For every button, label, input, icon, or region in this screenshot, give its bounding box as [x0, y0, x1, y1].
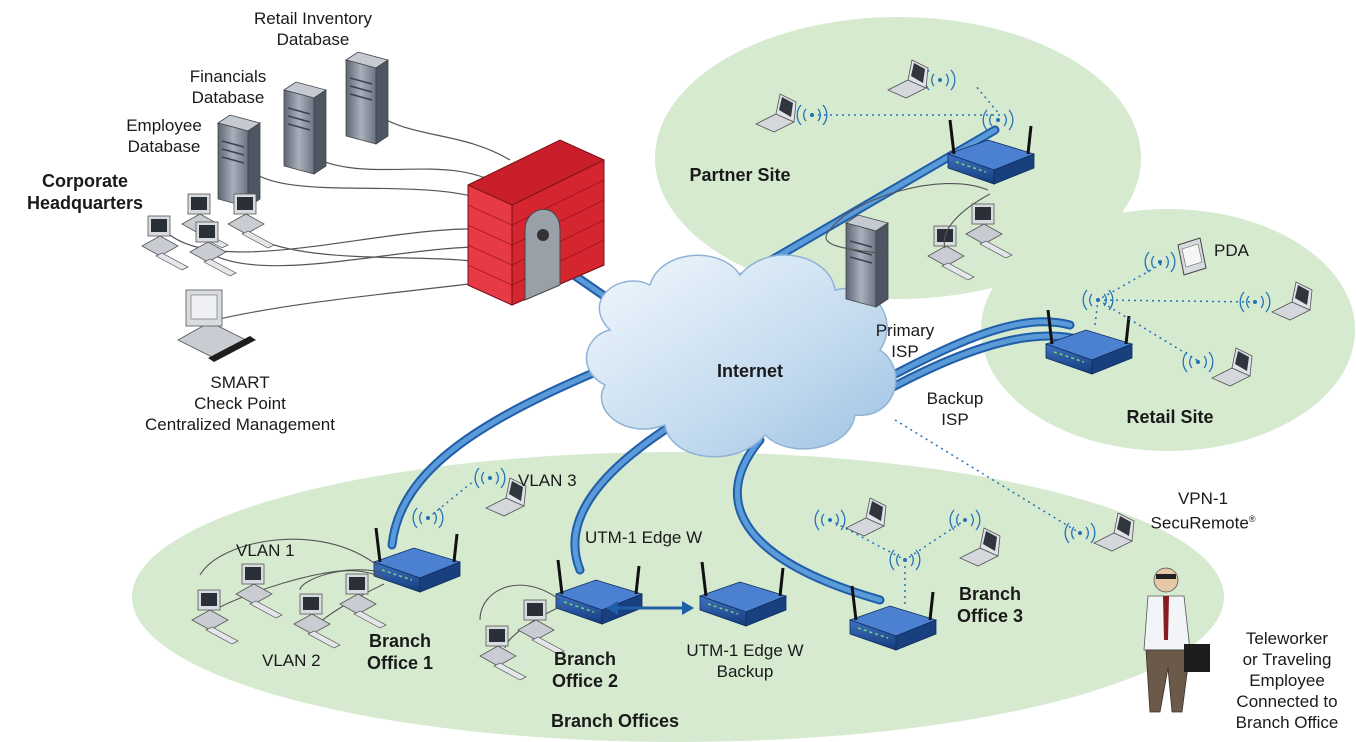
vlan2-label: VLAN 2 — [262, 651, 321, 670]
vpn-tunnels — [387, 125, 1085, 605]
internet-cloud-icon — [585, 254, 897, 458]
desktop-computer-icon — [227, 193, 275, 249]
partner-site-title: Partner Site — [689, 165, 791, 185]
vlan3-wireless-link — [427, 479, 476, 519]
partner-server-icon — [845, 214, 889, 308]
retail-site-title: Retail Site — [1126, 407, 1214, 427]
vlan1-label: VLAN 1 — [236, 541, 295, 560]
desktop-computer-icon — [189, 221, 237, 277]
firewall-icon — [467, 139, 605, 306]
branch-offices-title: Branch Offices — [550, 711, 680, 731]
retail-inventory-database-server-icon — [345, 51, 389, 145]
desktop-computer-icon — [141, 215, 189, 271]
partner-wireless-links — [812, 84, 1002, 116]
financials-database-server-icon — [283, 81, 327, 175]
teleworker-person-icon — [1143, 567, 1210, 713]
pda-icon — [1177, 237, 1207, 276]
vlan3-label: VLAN 3 — [518, 471, 577, 490]
retail-site-region — [981, 209, 1355, 451]
pda-label: PDA — [1214, 241, 1249, 260]
management-console-icon — [177, 289, 256, 362]
employee-database-server-icon — [217, 114, 261, 208]
utm-edge-label: UTM-1 Edge W — [585, 528, 703, 547]
failover-arrow — [606, 601, 694, 615]
branch-offices-region — [132, 452, 1224, 742]
partner-site-region — [655, 17, 1141, 299]
internet-label: Internet — [716, 361, 783, 381]
partner-cables — [825, 182, 991, 256]
